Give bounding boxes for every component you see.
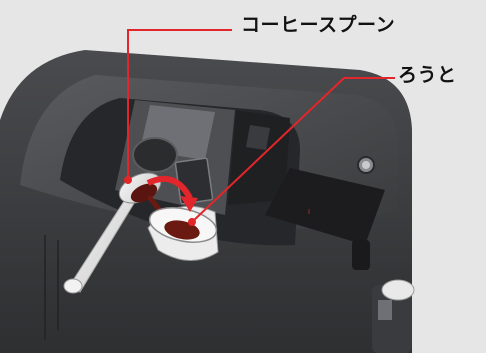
- machine-body: Ⅰ: [0, 50, 414, 353]
- power-button-icon: [358, 157, 374, 173]
- spoon-callout-label: コーヒースプーン: [241, 16, 395, 35]
- funnel-callout-label: ろうと: [398, 66, 457, 85]
- svg-text:Ⅰ: Ⅰ: [308, 208, 310, 216]
